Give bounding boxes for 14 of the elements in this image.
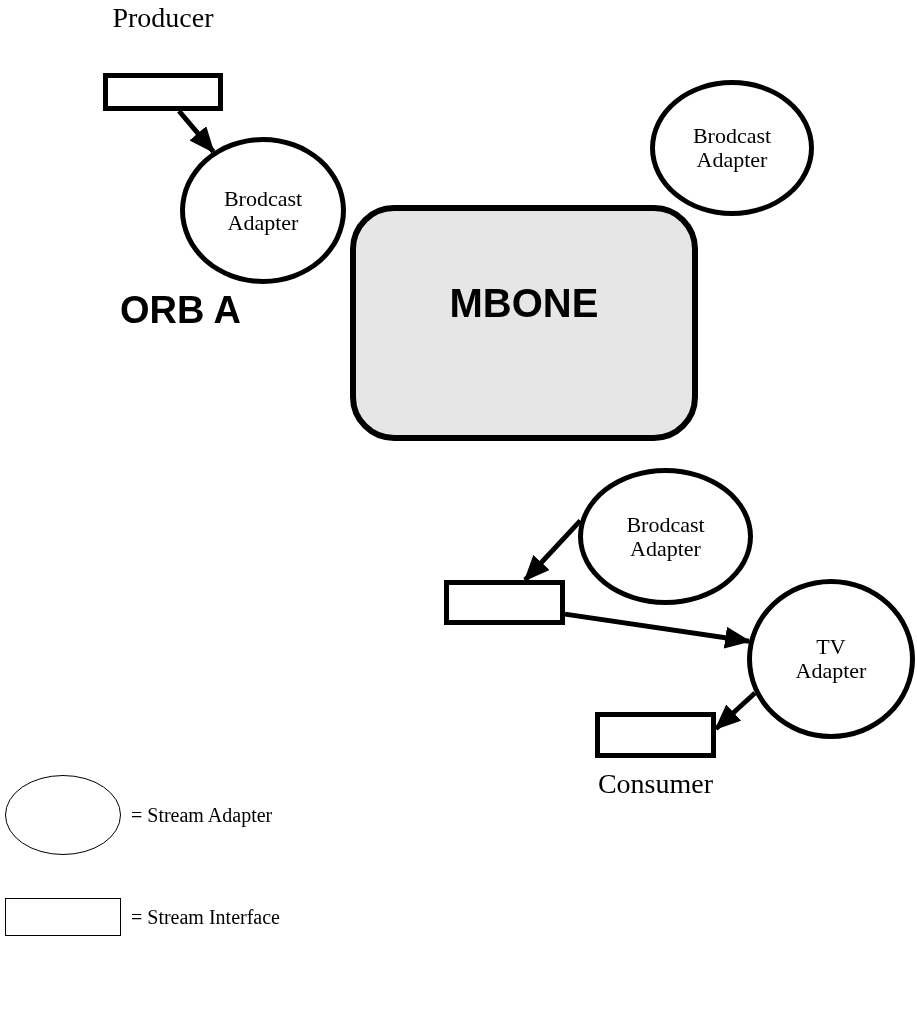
node-label: Producer bbox=[112, 1, 214, 35]
arrow bbox=[714, 691, 757, 731]
legend-label: = Stream Adapter bbox=[131, 803, 273, 829]
node-label: Consumer bbox=[597, 767, 714, 801]
node-label: Brodcast Adapter bbox=[625, 512, 706, 561]
arrow bbox=[177, 109, 216, 154]
node-label: MBONE bbox=[449, 280, 599, 327]
region-label: ORB A bbox=[120, 288, 242, 333]
node-label: Brodcast Adapter bbox=[691, 124, 773, 172]
legend-label: = Stream Interface bbox=[131, 905, 280, 930]
interface-box bbox=[444, 580, 565, 625]
network-box bbox=[350, 205, 698, 441]
node-label: Brodcast Adapter bbox=[222, 186, 304, 235]
node-label: TV Adapter bbox=[794, 635, 868, 683]
